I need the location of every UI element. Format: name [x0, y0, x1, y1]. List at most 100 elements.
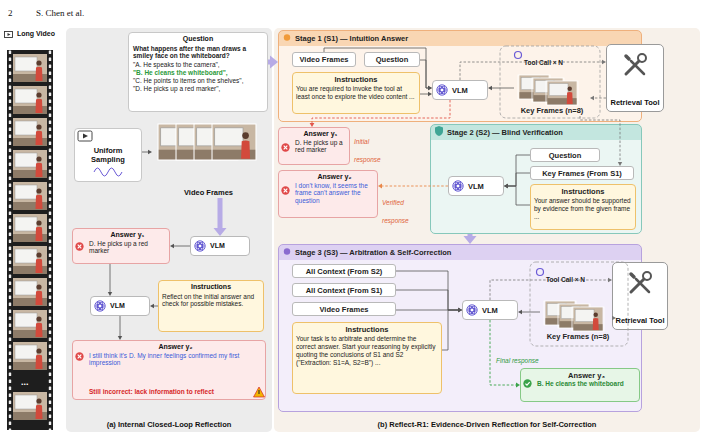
- connector-line: [490, 280, 609, 300]
- connector: [420, 60, 432, 90]
- dashed-region: [530, 262, 628, 346]
- frame-outline: [212, 124, 256, 160]
- node-text: Key Frames (n=8): [547, 332, 610, 341]
- film-strip-header: Long Video: [4, 28, 56, 50]
- connector-line: [324, 48, 429, 88]
- arrowhead: [608, 278, 612, 282]
- answer-box: Answer y₂I don't know, it seems the fram…: [278, 170, 378, 218]
- node-text: VLM: [468, 182, 503, 191]
- connector-line: [490, 320, 517, 385]
- video-frame: [519, 75, 548, 99]
- connector-line: [521, 312, 540, 313]
- vlm-icon: [95, 301, 105, 311]
- connector-line: [381, 186, 448, 187]
- heading: Answer y₃: [537, 371, 636, 380]
- wrong-icon: [281, 143, 289, 151]
- frame-outline: [176, 124, 220, 160]
- node-text: Video Frames: [319, 305, 368, 314]
- node-text: B. He cleans the whiteboard: [537, 380, 636, 388]
- video-frame: [13, 310, 47, 338]
- node-text: Retrieval Tool: [615, 316, 664, 325]
- node-text: (a) Internal Closed-Loop Reflection: [107, 420, 232, 429]
- node-text: Your answer should be supported by evide…: [534, 197, 632, 221]
- heading: Instructions: [534, 187, 632, 196]
- video-frame: [13, 54, 47, 82]
- video-frame: [547, 81, 576, 105]
- arrowhead: [516, 383, 520, 388]
- connector: [396, 271, 462, 312]
- tool-region: [500, 46, 651, 346]
- connector: [324, 48, 432, 90]
- node-text: All Context (From S2): [306, 267, 383, 276]
- connector: [442, 308, 462, 350]
- frame-group: Key Frames (n=8): [514, 72, 590, 116]
- connector-line: [173, 246, 190, 247]
- frame-outline: [558, 304, 590, 328]
- video-frame: [13, 118, 47, 146]
- input-box: Video Frames: [292, 302, 396, 316]
- warning-icon: [254, 387, 265, 397]
- video-frame: [545, 301, 574, 325]
- dashed-region: [500, 46, 600, 118]
- instruction-box: InstructionsReflect on the initial answe…: [158, 280, 264, 332]
- connector-line: [491, 88, 514, 89]
- status-icons: [75, 143, 531, 397]
- arrowhead: [504, 184, 508, 188]
- node-text: "B. He cleans the whiteboard",: [133, 69, 263, 77]
- gear-icon: [537, 269, 544, 276]
- heading: Instructions: [162, 283, 260, 292]
- arrowhead: [214, 228, 227, 236]
- connector: [396, 290, 462, 312]
- node-text: Key Frames (n=8): [521, 106, 584, 115]
- wrong-icon: [75, 242, 83, 250]
- vlm-icon: [453, 181, 463, 191]
- frame-outline: [546, 81, 578, 105]
- connector-line: [468, 234, 473, 238]
- edge-label: Tool Call × N: [524, 59, 563, 66]
- node-text: Stage 3 (S3) — Arbitration & Self-Correc…: [295, 248, 635, 257]
- question-box: QuestionWhat happens after the man draws…: [128, 32, 268, 112]
- model-box: VLM: [448, 176, 504, 196]
- film-base: [7, 50, 53, 430]
- arrowhead: [170, 244, 174, 248]
- connector: [464, 234, 477, 244]
- frame-group: Video Frames: [152, 118, 265, 198]
- connector: [108, 264, 112, 296]
- connector: [118, 316, 122, 340]
- heading: Question: [133, 35, 263, 44]
- node-text: Stage 2 (S2) — Blind Verification: [447, 128, 635, 137]
- connector-line: [268, 60, 272, 65]
- frame-group: Key Frames (n=8): [540, 298, 616, 342]
- arrowhead: [458, 308, 462, 312]
- connector: [504, 184, 530, 205]
- heading: Instructions: [296, 325, 438, 334]
- tool-box: Retrieval Tool: [612, 262, 668, 330]
- arrowhead: [310, 123, 315, 127]
- tool-box: Retrieval Tool: [606, 44, 664, 112]
- correct-icon: [523, 379, 531, 387]
- stage-panel: Stage 1 (S1) — Intuition AnswerVideo Fra…: [278, 30, 642, 122]
- edge-label: Tool Call × N: [546, 276, 585, 283]
- video-frame: [559, 304, 588, 328]
- edge-label: Initial response: [354, 138, 381, 163]
- sprocket-holes: [8, 50, 12, 430]
- connector-line: [507, 173, 530, 186]
- input-box: All Context (From S1): [292, 283, 396, 297]
- connector: [170, 244, 190, 248]
- arrowhead: [458, 308, 462, 312]
- connector-line: [420, 60, 429, 88]
- vlm-icon: [195, 241, 205, 251]
- node-text: "A. He speaks to the camera",: [133, 61, 263, 69]
- input-box: Key Frames (From S1): [530, 166, 634, 180]
- heading: Answer y₂: [89, 343, 262, 352]
- frame-outline: [194, 124, 238, 160]
- connector-line: [153, 306, 158, 307]
- answer-box: Answer y₁D. He picks up a red marker: [72, 228, 170, 264]
- arrowhead: [458, 308, 462, 312]
- arrowhead: [618, 162, 622, 166]
- video-frame: [13, 214, 47, 242]
- video-frame: [13, 278, 47, 306]
- connector: [488, 86, 514, 90]
- connector: [504, 155, 530, 188]
